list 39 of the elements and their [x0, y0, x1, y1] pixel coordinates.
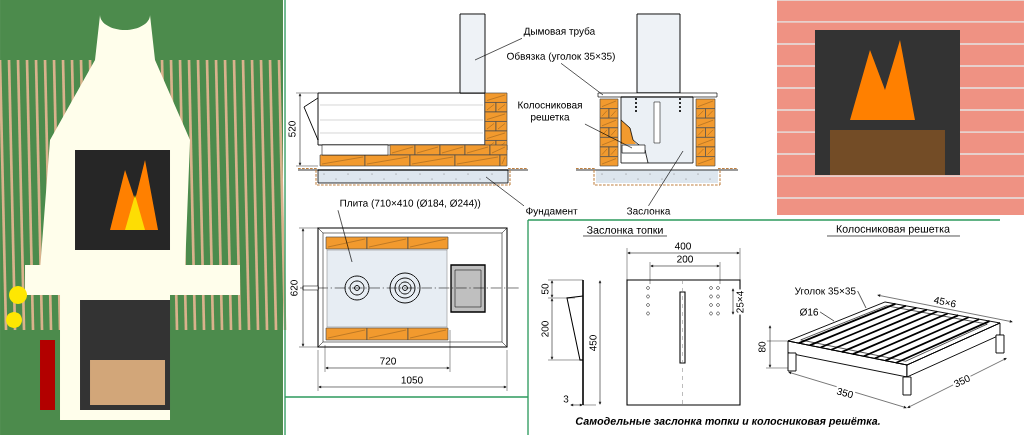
dimension-label: 350 — [834, 385, 856, 401]
dimension-label: 450 — [588, 333, 598, 353]
callout-label: Фундамент — [526, 207, 578, 217]
dimension-label: 25×4 — [735, 289, 745, 315]
cooking-plate — [326, 249, 448, 328]
dimension-label: 3 — [561, 394, 571, 404]
dimension-label: 45×6 — [931, 294, 959, 310]
dimension-label: 350 — [951, 372, 973, 390]
view-heading: Заслонка топки — [587, 226, 663, 234]
binding-strip — [597, 92, 718, 98]
leader-line — [819, 311, 835, 322]
callout-label: Уголок 35×35 — [794, 287, 856, 295]
callout-label: Дымовая труба — [523, 27, 596, 37]
damper-plate — [620, 96, 694, 164]
dimension-label: 620 — [289, 278, 299, 298]
dimension-label: 50 — [540, 282, 550, 296]
leader-line — [474, 37, 523, 61]
leader-line — [584, 123, 633, 149]
leader-line — [560, 62, 604, 96]
callout-label: Ø16 — [799, 308, 819, 316]
callout-label: Плита (710×410 (Ø184, Ø244)) — [340, 199, 481, 209]
dimension-label: 400 — [673, 241, 693, 251]
dimension-label: 720 — [378, 356, 398, 366]
chimney — [459, 13, 486, 94]
dimension-label: 1050 — [399, 375, 425, 385]
leader-line — [648, 150, 684, 207]
leader-line — [857, 290, 867, 309]
foundation-slab — [317, 169, 509, 184]
callout-label: Заслонка — [626, 207, 671, 215]
leader-line — [485, 176, 525, 207]
dimension-label: 200 — [540, 319, 550, 339]
leader-line — [337, 209, 353, 263]
caption: Самодельные заслонка топки и колосниковая решётка. — [575, 417, 880, 427]
dimension-label: 200 — [675, 254, 695, 264]
dimension-label: 520 — [287, 119, 297, 139]
dimension-label: 80 — [757, 340, 767, 354]
callout-label: Обвязка (уголок 35×35) — [507, 52, 615, 62]
view-heading: Колосниковая решетка — [836, 225, 950, 235]
callout-label: Колосниковая решетка — [518, 101, 582, 123]
